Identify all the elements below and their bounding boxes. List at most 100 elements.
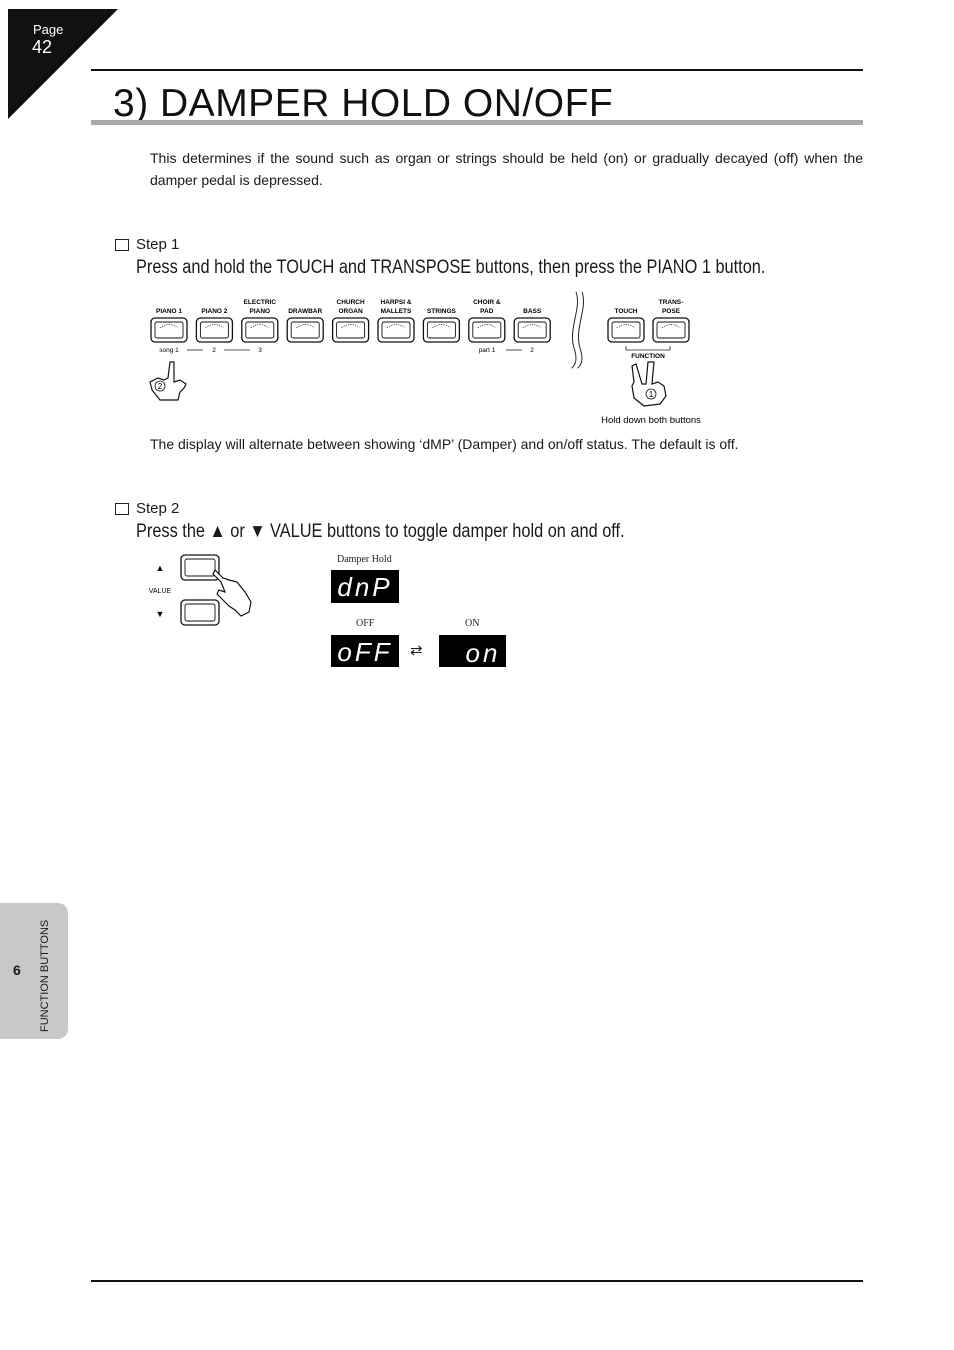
function-button: TOUCH xyxy=(607,308,645,343)
sound-label: CHURCH xyxy=(337,299,365,306)
function-button-face xyxy=(611,321,641,339)
step-1-instruction: Press and hold the TOUCH and TRANSPOSE b… xyxy=(136,257,766,278)
sound-label: ELECTRIC xyxy=(244,299,277,306)
sound-button: HARPSI & MALLETS xyxy=(377,299,415,343)
led-indicator-icon xyxy=(616,324,636,329)
finger-number-2: 2 xyxy=(158,382,163,391)
led-indicator-icon xyxy=(295,324,315,329)
sound-label-line2: ORGAN xyxy=(338,308,363,315)
sound-label-line2: MALLETS xyxy=(381,308,412,315)
step-1-note: The display will alternate between showi… xyxy=(150,436,739,452)
led-indicator-icon xyxy=(386,324,406,329)
toggle-arrows-icon: ⇄ xyxy=(410,642,423,659)
down-arrow-label: ▼ xyxy=(156,609,165,619)
display-caption: Damper Hold xyxy=(337,554,392,565)
sound-button: DRAWBAR xyxy=(286,308,324,343)
sound-button: BASS xyxy=(513,308,551,343)
sound-button-face xyxy=(517,321,547,339)
led-indicator-icon xyxy=(522,324,542,329)
sound-button-face xyxy=(381,321,411,339)
step-1-label: Step 1 xyxy=(115,236,179,253)
sound-button-face xyxy=(472,321,502,339)
hold-caption: Hold down both buttons xyxy=(601,415,701,426)
led-indicator-icon xyxy=(341,324,360,329)
song-label-1: song 1 xyxy=(159,347,179,354)
led-indicator-icon xyxy=(250,324,270,329)
led-indicator-icon xyxy=(159,324,179,329)
led-display-dnp: dnP xyxy=(331,570,399,603)
sound-label: STRINGS xyxy=(427,308,457,315)
pressing-hand-icon: 2 xyxy=(149,361,187,401)
value-buttons-diagram: ▲ VALUE ▼ xyxy=(149,554,252,626)
panel-break-icon-2 xyxy=(577,291,584,369)
checkbox-icon xyxy=(115,502,129,515)
led-indicator-icon xyxy=(432,324,451,329)
page-number: 42 xyxy=(32,37,53,57)
sound-button: CHOIR & PAD xyxy=(468,299,506,343)
sound-button: PIANO 2 xyxy=(195,308,234,343)
sound-button-face xyxy=(336,321,366,339)
song-label-3: 3 xyxy=(258,347,262,354)
step-2-instruction: Press the ▲ or ▼ VALUE buttons to toggle… xyxy=(136,521,625,542)
step-2-label-text: Step 2 xyxy=(136,500,180,517)
function-label: TOUCH xyxy=(615,308,638,315)
step-1-label-text: Step 1 xyxy=(136,236,180,253)
led-on-text: on xyxy=(466,638,501,667)
pointing-hand-icon xyxy=(212,568,252,617)
top-rule xyxy=(91,69,863,71)
sound-button-face xyxy=(199,321,229,339)
sound-button-face xyxy=(154,321,184,339)
title-underline xyxy=(91,120,863,125)
sound-button-face xyxy=(245,321,275,339)
led-display-on: on xyxy=(439,635,506,667)
function-bracket xyxy=(625,346,671,351)
sound-button: ELECTRIC PIANO xyxy=(241,299,279,343)
sound-button-face xyxy=(426,321,456,339)
led-off-text: oFF xyxy=(337,637,392,667)
part-label-2: 2 xyxy=(530,347,534,354)
sound-label: BASS xyxy=(523,308,542,315)
led-indicator-icon xyxy=(477,324,497,329)
function-label: FUNCTION xyxy=(631,353,665,360)
step-2-label: Step 2 xyxy=(115,500,179,517)
led-dnp-text: dnP xyxy=(337,572,392,602)
bottom-rule xyxy=(91,1280,863,1282)
led-indicator-icon xyxy=(661,324,681,329)
chapter-number: 6 xyxy=(13,962,21,978)
value-label: VALUE xyxy=(149,588,172,595)
sound-button: STRINGS xyxy=(422,308,461,343)
sound-label: CHOIR & xyxy=(473,299,501,306)
sound-label: PIANO 2 xyxy=(201,308,227,315)
function-button: TRANS-POSE xyxy=(652,299,690,343)
checkbox-icon xyxy=(115,238,129,251)
sound-button-face xyxy=(290,321,320,339)
page-title: 3) DAMPER HOLD ON/OFF xyxy=(113,82,614,125)
sound-label-line2: PAD xyxy=(480,308,494,315)
page-corner-triangle xyxy=(8,9,118,119)
song-label-2: 2 xyxy=(212,347,216,354)
sound-label-line2: PIANO xyxy=(250,308,271,315)
step-1-panel-diagram: PIANO 1 PIANO 2 ELECTRIC PIANO DRAWBAR CHURCH… xyxy=(149,291,701,426)
function-button-row: TOUCH TRANS-POSE xyxy=(607,299,690,343)
up-arrow-label: ▲ xyxy=(156,563,165,573)
sound-label: PIANO 1 xyxy=(156,308,182,315)
chapter-title: FUNCTION BUTTONS xyxy=(39,919,51,1032)
panel-break-icon xyxy=(571,291,578,369)
finger-number-1: 1 xyxy=(649,390,654,399)
intro-paragraph: This determines if the sound such as org… xyxy=(150,150,863,188)
sound-button-row: PIANO 1 PIANO 2 ELECTRIC PIANO DRAWBAR CHURCH… xyxy=(150,299,551,343)
led-display-off: oFF xyxy=(331,635,399,667)
holding-hand-icon: 1 xyxy=(631,361,667,407)
part-label-1: part 1 xyxy=(479,347,496,354)
sound-button: CHURCH ORGAN xyxy=(331,299,370,343)
on-label: ON xyxy=(465,618,480,629)
sound-label: DRAWBAR xyxy=(288,308,322,315)
page-label: Page xyxy=(33,22,64,37)
function-button-face xyxy=(656,321,686,339)
sound-button: PIANO 1 xyxy=(150,308,188,343)
led-indicator-icon xyxy=(205,324,224,329)
off-label: OFF xyxy=(356,618,375,629)
chapter-side-tab xyxy=(0,903,68,1039)
sound-label: HARPSI & xyxy=(380,299,411,306)
function-label: TRANS- xyxy=(659,299,684,306)
